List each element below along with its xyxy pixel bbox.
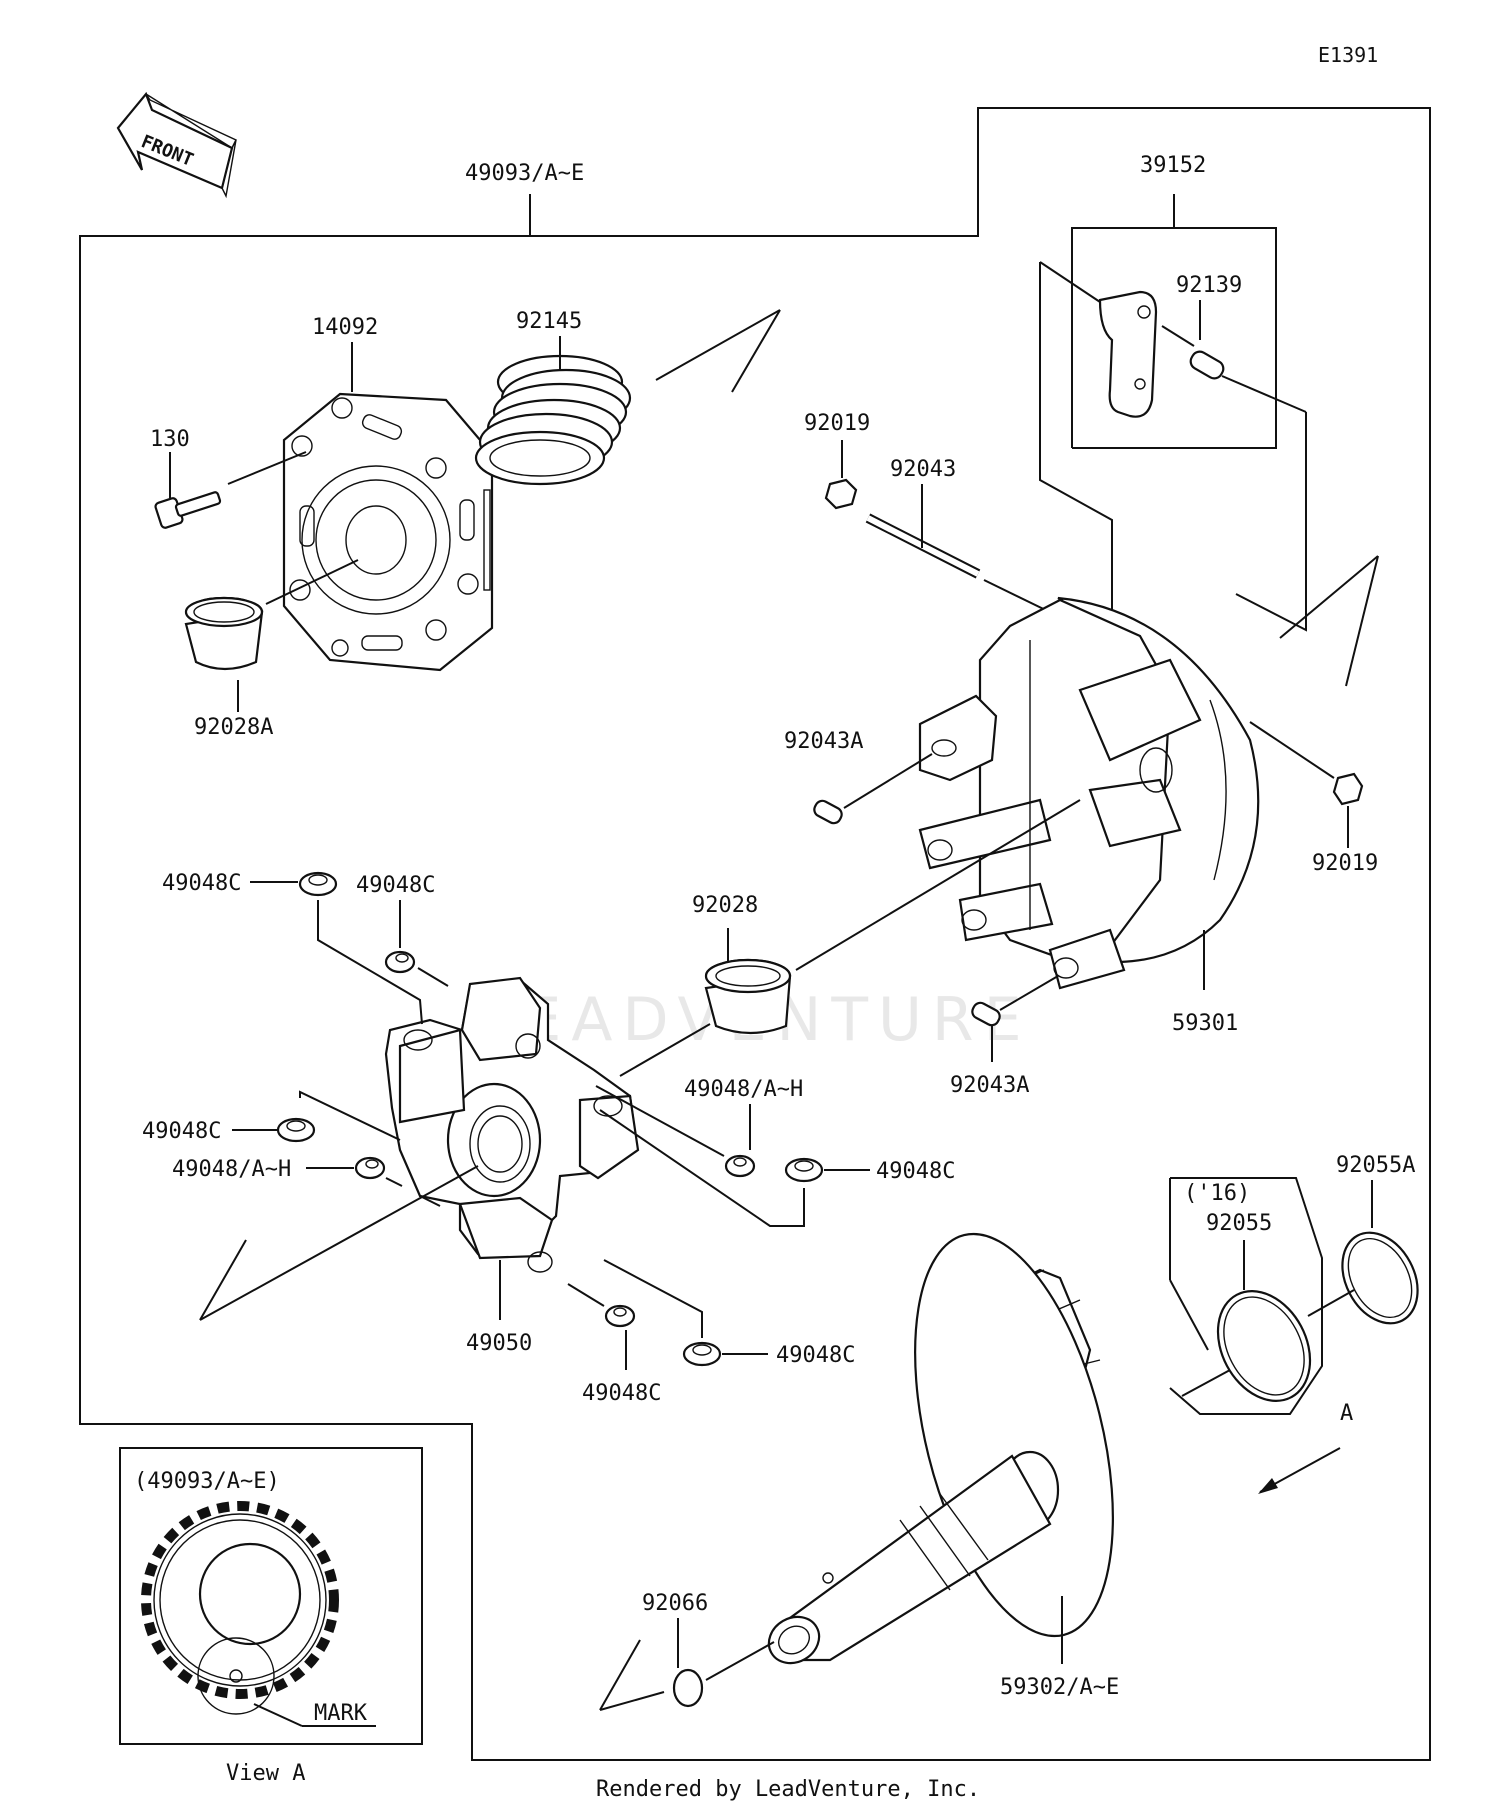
damper-2 xyxy=(384,950,416,974)
label-49048AH-1: 49048/A~H xyxy=(172,1157,291,1182)
label-92028: 92028 xyxy=(692,893,758,918)
spider-housing xyxy=(918,596,1260,990)
label-59301: 59301 xyxy=(1172,1011,1238,1036)
label-49048C-5: 49048C xyxy=(582,1381,661,1406)
label-92019-right: 92019 xyxy=(1312,851,1378,876)
label-92055: 92055 xyxy=(1206,1211,1272,1236)
spring xyxy=(474,354,632,486)
label-92043A-bottom: 92043A xyxy=(950,1073,1029,1098)
diagram-code: E1391 xyxy=(1318,43,1378,67)
gear-icon xyxy=(141,1501,339,1715)
nut-right xyxy=(1332,772,1364,806)
o-ring-92055 xyxy=(1216,1290,1312,1402)
label-49048C-6: 49048C xyxy=(876,1159,955,1184)
cap-92066 xyxy=(672,1668,704,1708)
bolt xyxy=(154,491,222,529)
label-92043: 92043 xyxy=(890,457,956,482)
o-ring-92055a xyxy=(1341,1231,1419,1325)
label-16: ('16) xyxy=(1184,1181,1250,1206)
label-49048C-1: 49048C xyxy=(162,871,241,896)
label-130: 130 xyxy=(150,427,190,452)
inset-title: (49093/A~E) xyxy=(134,1469,280,1494)
label-49050: 49050 xyxy=(466,1331,532,1356)
bushing-92028 xyxy=(704,958,792,1035)
damper-6 xyxy=(784,1157,824,1183)
fixed-sheave xyxy=(767,1232,1114,1665)
label-92055A: 92055A xyxy=(1336,1153,1415,1178)
label-39152: 39152 xyxy=(1140,153,1206,178)
weight-pin xyxy=(1189,350,1225,380)
spider xyxy=(384,976,640,1273)
damper-8 xyxy=(682,1341,722,1367)
damper-1 xyxy=(298,871,338,897)
bushing-92028a xyxy=(184,596,264,671)
nut-top xyxy=(824,478,858,510)
damper-3 xyxy=(276,1117,316,1143)
label-49048C-4: 49048C xyxy=(776,1343,855,1368)
roller-weight xyxy=(1098,290,1158,418)
inset-caption: View A xyxy=(226,1761,305,1786)
label-92145: 92145 xyxy=(516,309,582,334)
label-92028A: 92028A xyxy=(194,715,273,740)
footer-credit: Rendered by LeadVenture, Inc. xyxy=(596,1777,980,1802)
label-49048C-3: 49048C xyxy=(142,1119,221,1144)
damper-7 xyxy=(604,1304,636,1328)
assembly-outline xyxy=(79,107,1431,1761)
label-92139: 92139 xyxy=(1176,273,1242,298)
label-59302: 59302/A~E xyxy=(1000,1675,1119,1700)
label-92043A-top: 92043A xyxy=(784,729,863,754)
cover-plate xyxy=(282,392,494,672)
label-49048C-2: 49048C xyxy=(356,873,435,898)
view-a-inset xyxy=(119,1447,423,1745)
short-pin-bottom xyxy=(971,1001,1001,1027)
damper-5 xyxy=(724,1154,756,1178)
front-arrow-icon: FRONT xyxy=(116,91,237,199)
label-A: A xyxy=(1340,1401,1353,1426)
label-14092: 14092 xyxy=(312,315,378,340)
damper-4 xyxy=(354,1156,386,1180)
label-49048AH-2: 49048/A~H xyxy=(684,1077,803,1102)
label-92019-top: 92019 xyxy=(804,411,870,436)
mark-label: MARK xyxy=(314,1701,368,1726)
short-pin-top xyxy=(813,799,843,825)
label-49093: 49093/A~E xyxy=(465,161,584,186)
label-92066: 92066 xyxy=(642,1591,708,1616)
